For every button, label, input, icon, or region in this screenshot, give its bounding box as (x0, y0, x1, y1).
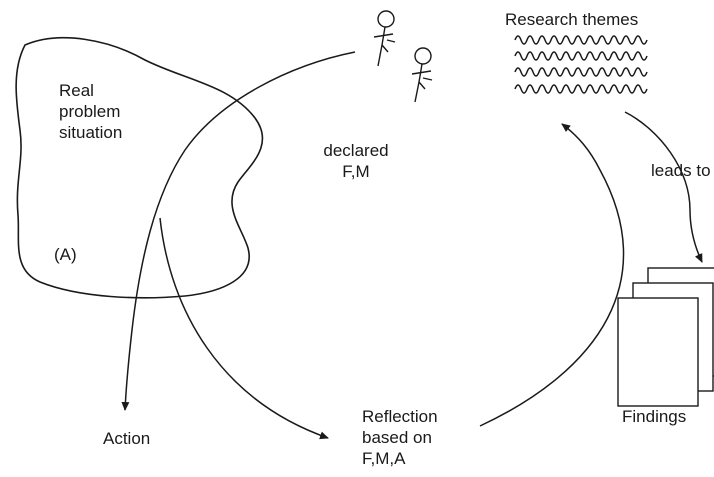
curve-themes-to-findings (624, 111, 703, 263)
research-theme-line-2 (514, 51, 648, 61)
real-problem-line-3: situation (59, 123, 123, 142)
findings-document-stack (617, 267, 714, 407)
findings-label: Findings (622, 407, 687, 426)
research-themes-squiggles (514, 35, 648, 94)
leads-to-label: leads to (651, 161, 711, 180)
declared-line-2: F,M (342, 162, 370, 181)
real-problem-line-1: Real (59, 81, 94, 100)
reflection-line-2: based on (362, 428, 432, 447)
reflection-label: Reflection based on F,M,A (362, 406, 438, 469)
curve-declared-to-action (121, 51, 356, 411)
stick-figure-2 (411, 47, 433, 103)
marker-a-label: (A) (54, 245, 77, 264)
reflection-line-1: Reflection (362, 407, 438, 426)
real-problem-label: Real problem situation (59, 80, 122, 143)
curve-blob-to-reflection (159, 217, 329, 440)
action-label: Action (103, 429, 151, 448)
research-theme-line-4 (514, 84, 648, 94)
reflection-line-3: F,M,A (362, 449, 406, 468)
research-theme-line-1 (514, 35, 648, 45)
real-problem-line-2: problem (59, 102, 121, 121)
declared-label: declared F,M (318, 140, 394, 182)
research-theme-line-3 (514, 67, 648, 77)
research-themes-label: Research themes (505, 10, 639, 29)
problem-situation-blob (15, 36, 264, 299)
curve-reflection-to-themes (479, 123, 625, 427)
declared-line-1: declared (323, 141, 389, 160)
stick-figure-1 (373, 10, 396, 67)
